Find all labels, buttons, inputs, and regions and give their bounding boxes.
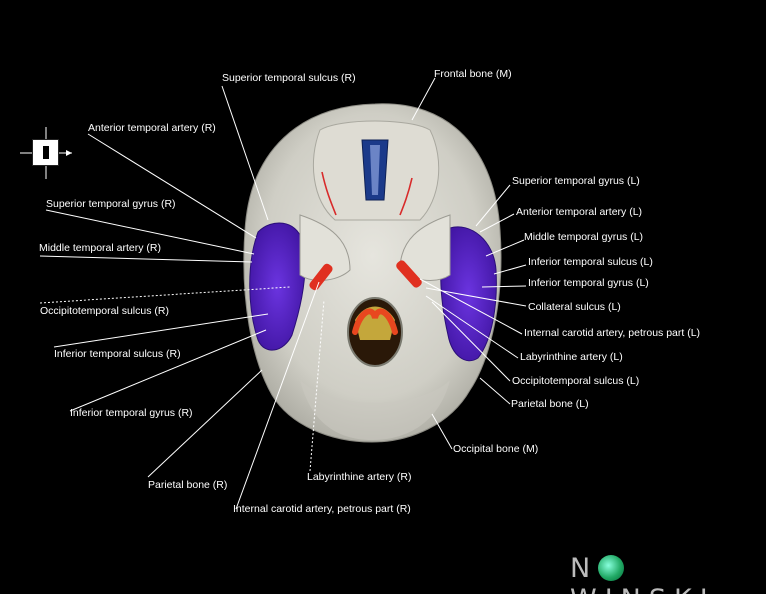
anterior-temporal-artery-left-vessel	[399, 177, 413, 216]
label-frontal-bone-m: Frontal bone (M)	[434, 68, 512, 80]
petrous-right	[299, 214, 351, 281]
label-parietal-bone-r: Parietal bone (R)	[148, 479, 228, 491]
label-internal-carotid-artery-petrous-r: Internal carotid artery, petrous part (R…	[233, 503, 411, 515]
label-anterior-temporal-artery-r: Anterior temporal artery (R)	[88, 122, 216, 134]
ica-petrous-right	[309, 263, 333, 291]
label-superior-temporal-gyrus-r: Superior temporal gyrus (R)	[46, 198, 176, 210]
basilar-vertebral-arteries	[352, 308, 398, 335]
label-occipitotemporal-sulcus-r: Occipitotemporal sulcus (R)	[40, 305, 169, 317]
label-parietal-bone-l: Parietal bone (L)	[511, 398, 589, 410]
label-occipitotemporal-sulcus-l: Occipitotemporal sulcus (L)	[512, 375, 640, 387]
label-labyrinthine-artery-r: Labyrinthine artery (R)	[307, 471, 412, 483]
globe-icon	[598, 555, 625, 581]
label-collateral-sulcus-l: Collateral sulcus (L)	[528, 301, 621, 313]
label-middle-temporal-artery-r: Middle temporal artery (R)	[39, 242, 161, 254]
label-superior-temporal-gyrus-l: Superior temporal gyrus (L)	[512, 175, 640, 187]
leader-lines	[39, 77, 527, 510]
label-superior-temporal-sulcus-r: Superior temporal sulcus (R)	[222, 72, 356, 84]
label-anterior-temporal-artery-l: Anterior temporal artery (L)	[516, 206, 643, 218]
anterior-temporal-artery-right-vessel	[321, 171, 337, 216]
label-middle-temporal-gyrus-l: Middle temporal gyrus (L)	[524, 231, 644, 243]
label-inferior-temporal-sulcus-r: Inferior temporal sulcus (R)	[54, 348, 181, 360]
temporal-lobe-right	[249, 222, 306, 351]
label-inferior-temporal-gyrus-l: Inferior temporal gyrus (L)	[528, 277, 649, 289]
ica-petrous-left	[396, 260, 422, 288]
label-occipital-bone-m: Occipital bone (M)	[453, 443, 539, 455]
label-inferior-temporal-sulcus-l: Inferior temporal sulcus (L)	[528, 256, 653, 268]
label-labyrinthine-artery-l: Labyrinthine artery (L)	[520, 351, 623, 363]
nowinski-logo: NWINSKI	[570, 553, 766, 594]
orientation-cube-icon[interactable]	[20, 127, 72, 179]
label-internal-carotid-artery-petrous-l: Internal carotid artery, petrous part (L…	[524, 327, 701, 339]
label-inferior-temporal-gyrus-r: Inferior temporal gyrus (R)	[70, 407, 193, 419]
